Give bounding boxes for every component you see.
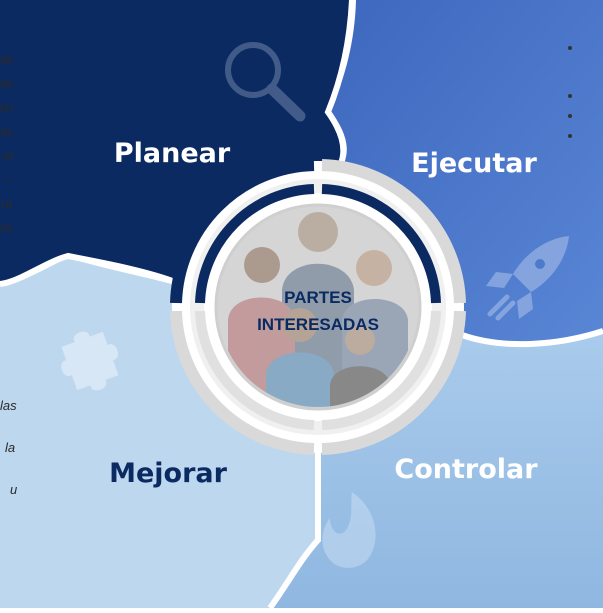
label-controlar: Controlar — [394, 454, 538, 485]
label-ejecutar: Ejecutar — [411, 148, 537, 179]
flame-icon — [322, 492, 376, 568]
center-people-image — [214, 203, 422, 411]
bullet-dot — [568, 94, 572, 98]
side-fragment: de — [0, 52, 14, 67]
ring-arc-mejorar — [170, 310, 315, 455]
side-fragment: as — [0, 124, 13, 139]
label-planear: Planear — [114, 138, 231, 169]
side-fragment: la — [5, 440, 16, 455]
ring-arc-controlar — [321, 310, 466, 455]
side-fragment: las — [0, 398, 17, 413]
rocket-icon — [486, 236, 569, 321]
center-label-line1: PARTES — [284, 288, 352, 307]
segment-planear — [0, 0, 352, 282]
side-fragment: on — [0, 100, 14, 115]
bullet-dot — [568, 134, 572, 138]
bullet-dot — [568, 46, 572, 50]
side-fragment: el — [3, 148, 14, 163]
side-fragment: u — [10, 482, 18, 497]
side-fragment: de — [0, 76, 14, 91]
magnifier-icon — [225, 42, 306, 122]
ring-arc-planear — [170, 159, 315, 304]
side-fragment: ra — [1, 196, 13, 211]
puzzle-icon — [61, 331, 119, 391]
side-fragment: os — [0, 220, 13, 235]
side-fragment: – — [6, 172, 14, 187]
ring-arc-ejecutar — [321, 159, 466, 304]
center-label-line2: INTERESADAS — [257, 315, 379, 334]
bullet-dot — [568, 114, 572, 118]
label-mejorar: Mejorar — [109, 458, 228, 489]
